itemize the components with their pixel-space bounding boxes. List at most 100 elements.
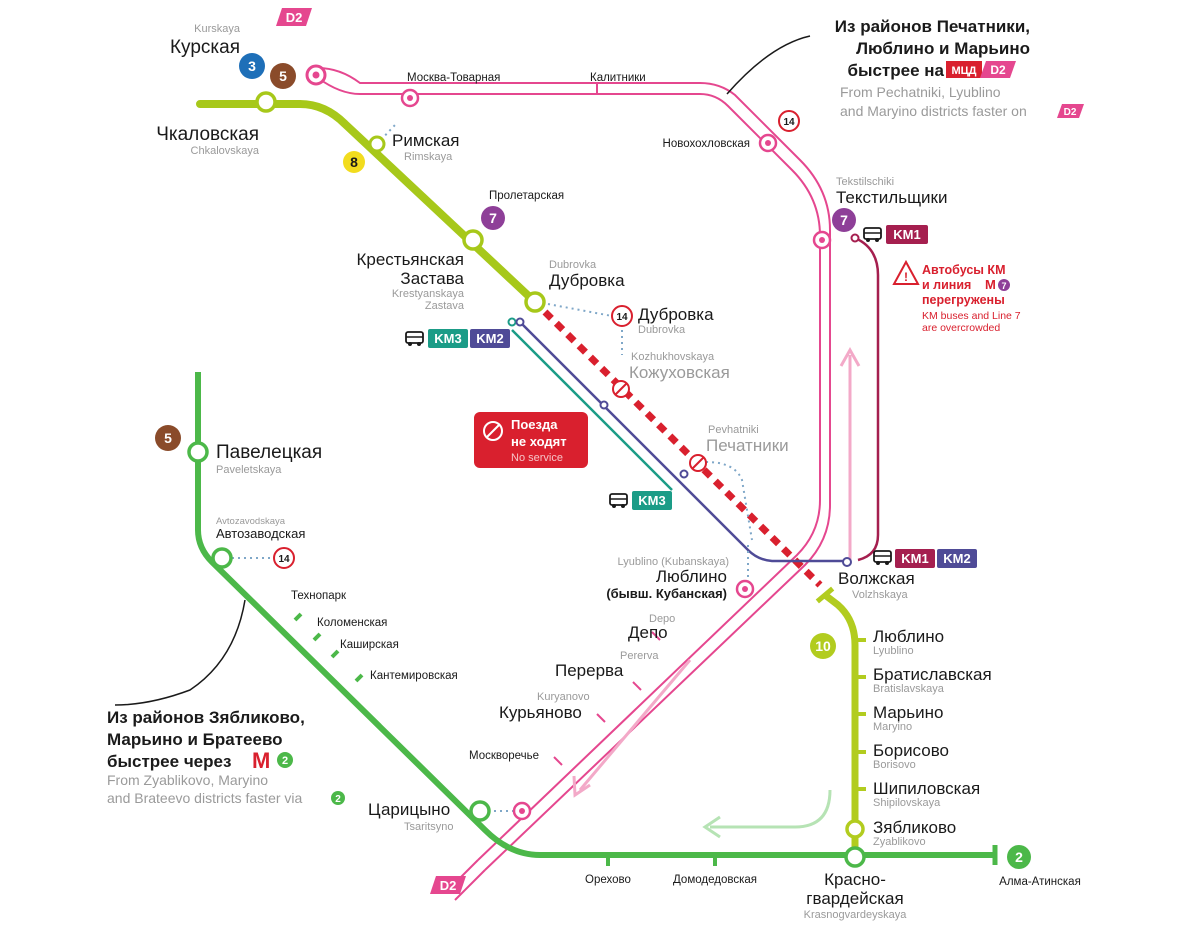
- svg-text:Борисово: Борисово: [873, 741, 949, 760]
- svg-text:Dubrovka: Dubrovka: [549, 259, 597, 271]
- svg-text:Borisovo: Borisovo: [873, 759, 916, 771]
- svg-text:10: 10: [815, 638, 831, 654]
- direction-arrows: [572, 346, 861, 839]
- closed-section: [542, 309, 823, 588]
- svg-text:Maryino: Maryino: [873, 721, 912, 733]
- station-krasnogvardeyskaya: [844, 846, 866, 868]
- note-top-right: Из районов Печатники, Люблино и Марьино …: [835, 17, 1084, 119]
- svg-text:Текстильщики: Текстильщики: [836, 188, 948, 207]
- line-numbers: 3 5 8 7 7 5 10 2 14 14 14: [164, 58, 1023, 865]
- warning-icon: [892, 259, 920, 285]
- svg-text:Римская: Римская: [392, 131, 460, 150]
- svg-text:Avtozavodskaya: Avtozavodskaya: [216, 516, 286, 527]
- svg-text:Шипиловская: Шипиловская: [873, 779, 980, 798]
- svg-text:Pevhatniki: Pevhatniki: [708, 424, 759, 436]
- station-paveletskaya: [187, 441, 209, 463]
- svg-text:Volzhskaya: Volzhskaya: [852, 589, 909, 601]
- svg-text:Новохохловская: Новохохловская: [663, 138, 750, 150]
- svg-text:Зябликово: Зябликово: [873, 818, 956, 837]
- d2-badge-bottom: D2: [430, 876, 466, 894]
- svg-text:Депо: Депо: [628, 623, 668, 642]
- svg-text:Кантемировская: Кантемировская: [370, 670, 458, 682]
- svg-text:Царицыно: Царицыно: [368, 800, 450, 819]
- svg-text:и линия: и линия: [922, 278, 971, 292]
- svg-text:Павелецкая: Павелецкая: [216, 442, 322, 463]
- svg-text:гвардейская: гвардейская: [806, 889, 903, 908]
- svg-text:Люблино: Люблино: [656, 567, 727, 586]
- svg-text:KM2: KM2: [476, 331, 503, 346]
- bus-km1-km2-volzhskaya: KM1 KM2: [873, 549, 977, 568]
- station-zyablikovo: [845, 819, 865, 839]
- badge-line8: [343, 151, 365, 173]
- svg-text:Дубровка: Дубровка: [638, 305, 714, 324]
- badge-line5-kurskaya: [270, 63, 296, 89]
- svg-text:KM3: KM3: [434, 331, 461, 346]
- svg-text:KM buses and Line 7: KM buses and Line 7: [922, 310, 1021, 322]
- station-krestyanskaya: [462, 229, 484, 251]
- line-2: [195, 372, 995, 858]
- line-2-ticks: [293, 612, 717, 866]
- svg-text:Люблино и Марьино: Люблино и Марьино: [856, 39, 1030, 58]
- svg-text:Красно-: Красно-: [824, 870, 886, 889]
- svg-text:перегружены: перегружены: [922, 293, 1005, 307]
- svg-text:Дубровка: Дубровка: [549, 271, 625, 290]
- svg-text:and Maryino districts faster o: and Maryino districts faster on: [840, 103, 1027, 119]
- svg-text:Марьино: Марьино: [873, 703, 943, 722]
- svg-text:KM2: KM2: [943, 551, 970, 566]
- mcd-badge: [946, 61, 982, 78]
- svg-text:Домодедовская: Домодедовская: [673, 874, 757, 886]
- km2-route: [519, 321, 845, 563]
- line-10: [822, 592, 859, 855]
- station-labels: Kurskaya Курская Чкаловская Chkalovskaya…: [156, 23, 1081, 921]
- bottom-note-pointer: [114, 599, 246, 706]
- svg-text:Чкаловская: Чкаловская: [156, 124, 259, 145]
- bus-km1-tekstilshchiki: KM1: [863, 225, 928, 244]
- svg-text:8: 8: [350, 154, 358, 170]
- svg-text:Москва-Товарная: Москва-Товарная: [407, 72, 500, 84]
- svg-text:Depo: Depo: [649, 613, 675, 625]
- svg-text:Krasnogvardeyskaya: Krasnogvardeyskaya: [804, 909, 908, 921]
- svg-text:Орехово: Орехово: [585, 874, 631, 886]
- svg-text:7: 7: [489, 210, 497, 226]
- svg-text:2: 2: [282, 755, 288, 767]
- top-note-pointer: [726, 35, 811, 95]
- svg-text:Kurskaya: Kurskaya: [194, 23, 241, 35]
- line-yellow-green: [196, 100, 539, 306]
- svg-text:Из районов Зябликово,: Из районов Зябликово,: [107, 708, 305, 727]
- svg-text:Kozhukhovskaya: Kozhukhovskaya: [631, 351, 715, 363]
- svg-text:(бывш. Кубанская): (бывш. Кубанская): [606, 586, 727, 601]
- badge-line2: [1007, 845, 1031, 869]
- svg-text:From Pechatniki, Lyublino: From Pechatniki, Lyublino: [840, 84, 1001, 100]
- badge-line7-proletarskaya: [481, 206, 505, 230]
- bus-km3-pechatniki: KM3: [609, 491, 672, 510]
- svg-text:Из районов Печатники,: Из районов Печатники,: [835, 17, 1030, 36]
- badge-line10: [810, 633, 836, 659]
- svg-text:Krestyanskaya: Krestyanskaya: [392, 288, 465, 300]
- svg-text:быстрее на: быстрее на: [847, 61, 944, 80]
- svg-text:Перерва: Перерва: [555, 661, 624, 680]
- station-tsaritsyno: [469, 800, 491, 822]
- line-10-ticks: [855, 638, 866, 791]
- km1-route: [854, 236, 880, 562]
- svg-text:Paveletskaya: Paveletskaya: [216, 464, 282, 476]
- metro-icon: M: [252, 748, 270, 773]
- svg-text:KM1: KM1: [893, 227, 920, 242]
- svg-text:Волжская: Волжская: [838, 569, 915, 588]
- svg-text:Алма-Атинская: Алма-Атинская: [999, 876, 1081, 888]
- svg-text:Марьино и Братеево: Марьино и Братеево: [107, 730, 283, 749]
- svg-text:7: 7: [1001, 281, 1006, 291]
- svg-text:are overcrowded: are overcrowded: [922, 322, 1000, 334]
- svg-text:7: 7: [840, 212, 848, 228]
- svg-text:Shipilovskaya: Shipilovskaya: [873, 797, 941, 809]
- svg-text:D2: D2: [440, 878, 457, 893]
- badge-line7-tekstilshchiki: [832, 208, 856, 232]
- d2-badge-top: D2: [276, 8, 312, 26]
- svg-text:Chkalovskaya: Chkalovskaya: [191, 145, 260, 157]
- svg-text:14: 14: [783, 117, 795, 128]
- mcd-d2-line: [315, 66, 831, 901]
- svg-text:Dubrovka: Dubrovka: [638, 324, 686, 336]
- svg-text:5: 5: [164, 430, 172, 446]
- svg-text:2: 2: [335, 794, 341, 805]
- svg-text:14: 14: [616, 312, 628, 323]
